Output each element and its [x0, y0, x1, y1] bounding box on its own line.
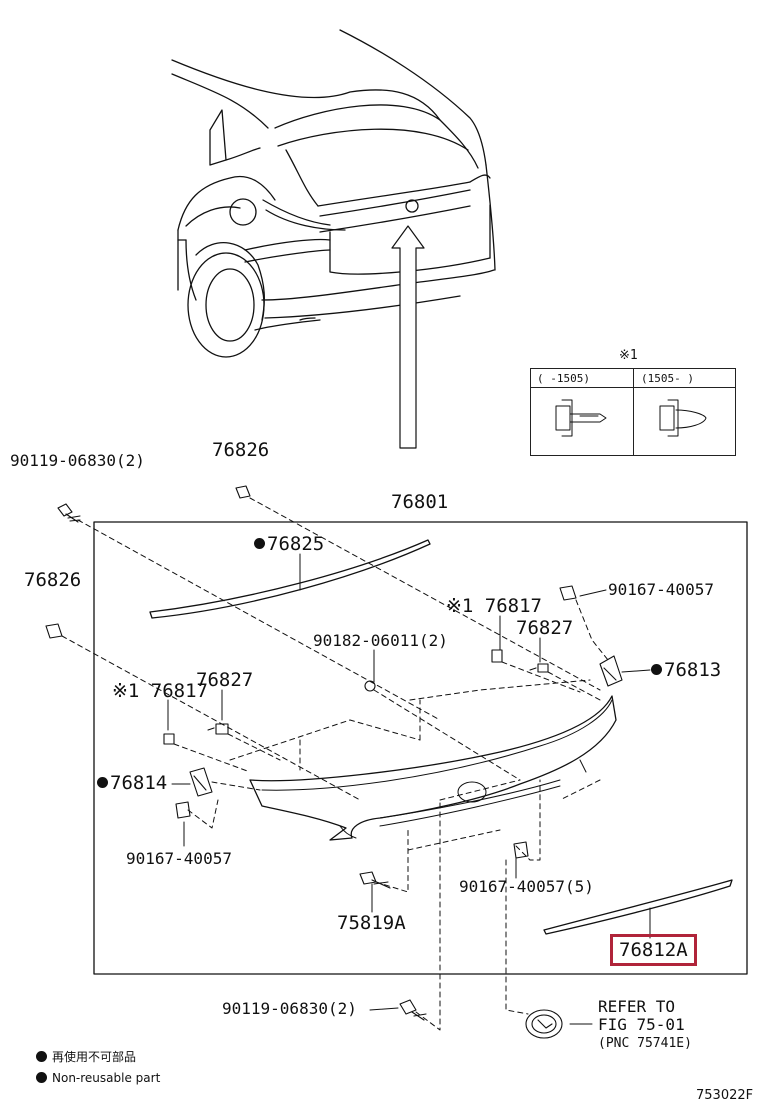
refer-line-1: REFER TO	[598, 997, 676, 1016]
legend-en: Non-reusable part	[36, 1072, 160, 1084]
clip-right-shape	[491, 649, 503, 663]
label-bolt-bottom: 90119-06830(2)	[222, 999, 357, 1018]
label-clip-note-right: ※1 76817	[446, 595, 542, 617]
label-nut-left: 90167-40057	[126, 849, 232, 868]
legend-en-text: Non-reusable part	[52, 1071, 161, 1085]
bullet-icon	[36, 1072, 47, 1083]
clip-left2-shape	[163, 733, 175, 745]
footnote-mark: ※1	[619, 348, 638, 363]
clip-table-col1: ( -1505)	[537, 372, 590, 385]
clip-table-col2: (1505- )	[641, 372, 694, 385]
bracket-left-shape	[189, 767, 213, 797]
molding-top-shape	[149, 539, 431, 619]
label-clip-note-left: ※1 76817	[112, 680, 208, 702]
lexus-emblem-shape	[525, 1009, 563, 1039]
nut-right-top-shape	[559, 585, 577, 601]
label-bolt-center: 90182-06011(2)	[313, 631, 448, 650]
vehicle-rear-illustration	[171, 29, 496, 358]
label-nut-right-top: 90167-40057	[608, 580, 714, 599]
nut-left-shape	[175, 801, 191, 819]
label-bracket-left: 76814	[97, 774, 167, 793]
label-assembly: 76801	[391, 491, 449, 513]
screw-left-shape	[207, 723, 229, 735]
clip-variant-table: ( -1505) (1505- )	[530, 368, 736, 456]
solid-leaders	[167, 589, 651, 1025]
label-bracket-right: 76813	[651, 661, 721, 680]
bullet-icon	[36, 1051, 47, 1062]
refer-line-3: (PNC 75741E)	[598, 1036, 692, 1051]
bolt-center-shape	[364, 680, 376, 692]
garnish-body	[249, 695, 617, 841]
label-screw-right: 76827	[516, 617, 574, 639]
clip-top-shape	[235, 485, 251, 499]
dashed-leaders	[61, 497, 609, 1031]
legend-jp-text: 再使用不可部品	[52, 1050, 137, 1064]
label-clip-left: 76826	[24, 569, 82, 591]
location-arrow	[391, 225, 425, 449]
clip-sketch-right	[659, 399, 707, 437]
screw-bottom-shape	[359, 871, 391, 889]
bolt-top-left-shape	[57, 503, 81, 523]
screw-right-shape	[529, 663, 549, 673]
label-highlighted-part: 76812A	[610, 934, 697, 966]
clip-table-divider	[633, 369, 634, 455]
label-nut-bottom: 90167-40057(5)	[459, 877, 594, 896]
figure-id: 753022F	[696, 1088, 754, 1103]
bolt-bottom-shape	[399, 999, 427, 1021]
assembly-frame	[93, 521, 748, 975]
clip-sketch-left	[555, 399, 607, 437]
refer-line-2: FIG 75-01	[598, 1015, 685, 1034]
label-screw-left: 76827	[196, 669, 254, 691]
bracket-right-shape	[599, 655, 623, 687]
clip-left-shape	[45, 623, 63, 639]
label-screw-bottom: 75819A	[337, 912, 406, 934]
molding-bottom-shape	[543, 879, 733, 935]
label-bolt-left-top: 90119-06830(2)	[10, 451, 145, 470]
label-molding-top: 76825	[254, 535, 324, 554]
label-clip-top: 76826	[212, 439, 270, 461]
legend-jp: 再使用不可部品	[36, 1051, 136, 1063]
